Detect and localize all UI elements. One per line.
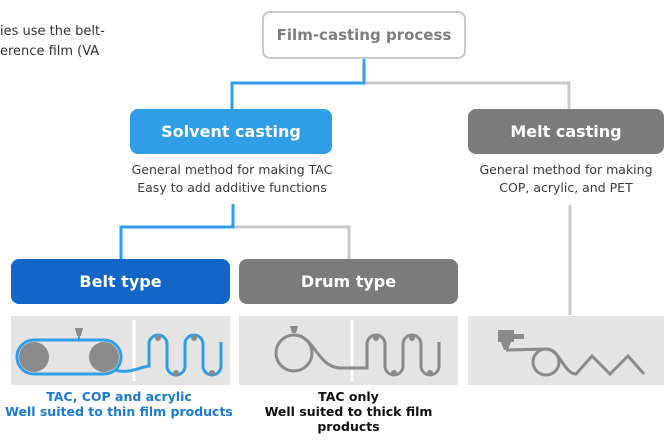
drum-illustration [239, 316, 458, 385]
melt-illustration [468, 316, 664, 385]
film-casting-process-node: Film-casting process [262, 11, 466, 59]
drum-process-icon [274, 320, 441, 381]
connector-root-melt [362, 59, 571, 109]
belt-type-node: Belt type [11, 259, 230, 304]
belt-label: Belt type [79, 272, 162, 291]
intro-text: ies use the belt- erence film (VA [0, 22, 105, 62]
drum-result-line-1: TAC only [318, 389, 379, 404]
solvent-desc-line-1: General method for making TAC [131, 162, 333, 177]
belt-result: TAC, COP and acrylic Well suited to thin… [0, 389, 238, 419]
belt-process-icon [15, 320, 223, 381]
connector-root-solvent [230, 59, 366, 109]
root-label: Film-casting process [276, 26, 452, 44]
solvent-label: Solvent casting [161, 122, 301, 141]
melt-process-icon [498, 330, 646, 377]
drum-label: Drum type [300, 272, 397, 291]
melt-desc-line-2: COP, acrylic, and PET [499, 180, 633, 195]
belt-result-line-1: TAC, COP and acrylic [46, 389, 192, 404]
solvent-desc-line-2: Easy to add additive functions [137, 180, 327, 195]
solvent-casting-node: Solvent casting [130, 109, 332, 154]
melt-desc-line-1: General method for making [479, 162, 653, 177]
belt-result-line-2: Well suited to thin film products [5, 404, 233, 419]
drum-type-node: Drum type [239, 259, 458, 304]
connector-solvent-belt [119, 204, 235, 259]
intro-line-1: ies use the belt- [0, 24, 105, 39]
drum-result-line-3: products [317, 419, 380, 434]
melt-casting-node: Melt casting [468, 109, 664, 154]
intro-line-2: erence film (VA [0, 44, 100, 59]
connector-solvent-drum [231, 204, 351, 259]
melt-label: Melt casting [510, 122, 622, 141]
melt-description: General method for making COP, acrylic, … [466, 161, 666, 197]
solvent-description: General method for making TAC Easy to ad… [100, 161, 364, 197]
belt-illustration [11, 316, 230, 385]
drum-result: TAC only Well suited to thick film produ… [239, 389, 458, 434]
drum-result-line-2: Well suited to thick film [264, 404, 433, 419]
